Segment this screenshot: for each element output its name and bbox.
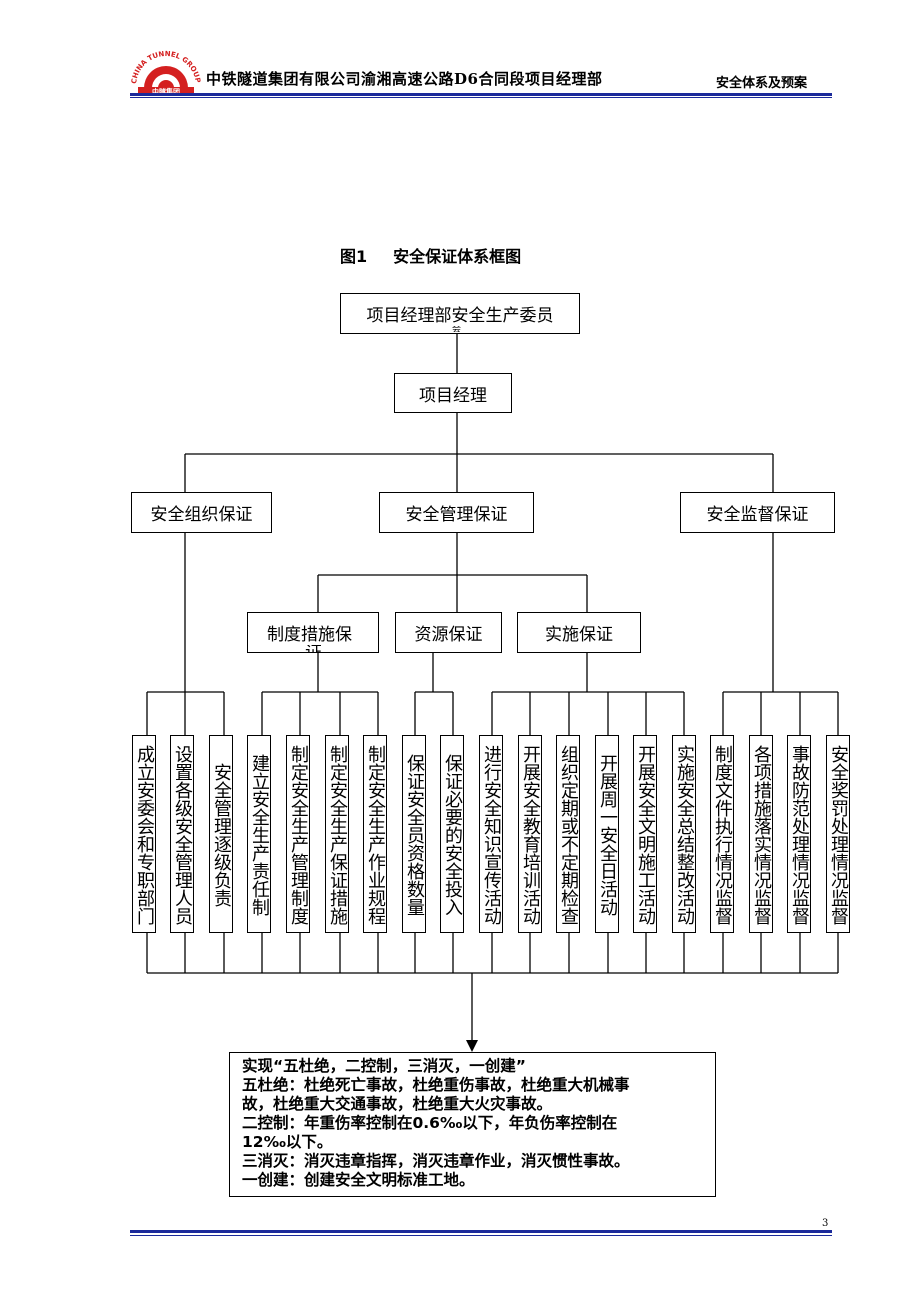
branch-organization-label: 安全组织保证 xyxy=(150,505,253,525)
header-rule xyxy=(130,93,832,96)
figure-caption: 安全保证体系框图 xyxy=(393,247,522,266)
sub-branch-system: 制度措施保 xyxy=(247,612,379,653)
summary-heading: 实现“五杜绝，二控制，三消灭，一创建” xyxy=(242,1057,526,1075)
leaf-box: 实施安全总结整改活动 xyxy=(672,735,696,933)
leaf-box: 成立安委会和专职部门 xyxy=(132,735,156,933)
summary-line: 三消灭：消灭违章指挥，消灭违章作业，消灭惯性事故。 xyxy=(242,1152,630,1170)
leaf-box: 制度文件执行情况监督 xyxy=(710,735,734,933)
branch-management-label: 安全管理保证 xyxy=(405,505,508,525)
sub-branch-implementation-label: 实施保证 xyxy=(545,625,613,645)
header-company-name: 中铁隧道集团有限公司渝湘高速公路D6合同段项目经理部 xyxy=(206,70,603,88)
branch-supervision-label: 安全监督保证 xyxy=(706,505,809,525)
summary-line: 二控制：年重伤率控制在0.6‰以下，年负伤率控制在 xyxy=(242,1114,618,1132)
header-rule-thin xyxy=(130,97,832,98)
leaf-box: 开展安全文明施工活动 xyxy=(633,735,657,933)
figure-title: 图1 安全保证体系框图 xyxy=(340,243,521,267)
safety-committee-label: 项目经理部安全生产委员 xyxy=(366,306,554,326)
leaf-box: 建立安全生产责任制 xyxy=(247,735,271,933)
footer-rule xyxy=(130,1230,832,1233)
sub-branch-system-label: 制度措施保 xyxy=(267,625,352,645)
leaf-box: 制定安全生产作业规程 xyxy=(363,735,387,933)
figure-number: 图1 xyxy=(340,247,368,266)
leaf-box: 保证安全员资格数量 xyxy=(402,735,426,933)
branch-organization: 安全组织保证 xyxy=(131,492,272,533)
branch-management: 安全管理保证 xyxy=(379,492,534,533)
summary-line: 一创建：创建安全文明标准工地。 xyxy=(242,1171,475,1189)
leaf-box: 制定安全生产管理制度 xyxy=(286,735,310,933)
safety-committee-box: 项目经理部安全生产委员 xyxy=(340,293,580,334)
branch-supervision: 安全监督保证 xyxy=(680,492,835,533)
summary-line: 故，杜绝重大交通事故，杜绝重大火灾事故。 xyxy=(242,1095,553,1113)
leaf-box: 安全管理逐级负责 xyxy=(209,735,233,933)
leaf-box: 进行安全知识宣传活动 xyxy=(479,735,503,933)
leaf-box: 安全奖罚处理情况监督 xyxy=(826,735,850,933)
sub-branch-resource: 资源保证 xyxy=(395,612,502,653)
project-manager-box: 项目经理 xyxy=(394,373,512,413)
leaf-box: 制定安全生产保证措施 xyxy=(325,735,349,933)
leaf-box: 保证必要的安全投入 xyxy=(440,735,464,933)
project-manager-label: 项目经理 xyxy=(419,385,487,406)
leaf-box: 开展安全教育培训活动 xyxy=(518,735,542,933)
sub-branch-system-overflow: 证 xyxy=(305,645,322,652)
sub-branch-implementation: 实施保证 xyxy=(517,612,641,653)
sub-branch-resource-label: 资源保证 xyxy=(414,625,483,645)
summary-line: 五杜绝：杜绝死亡事故，杜绝重伤事故，杜绝重大机械事 xyxy=(242,1076,630,1094)
leaf-box: 设置各级安全管理人员 xyxy=(170,735,194,933)
leaf-box: 组织定期或不定期检查 xyxy=(556,735,580,933)
safety-committee-overflow: 会 xyxy=(452,326,462,332)
leaf-box: 开展周一安全日活动 xyxy=(595,735,619,933)
goals-summary-box: 实现“五杜绝，二控制，三消灭，一创建” 五杜绝：杜绝死亡事故，杜绝重伤事故，杜绝… xyxy=(229,1052,716,1197)
svg-text:中隧集团: 中隧集团 xyxy=(152,87,180,96)
summary-line: 12‰以下。 xyxy=(242,1133,333,1151)
leaf-box: 各项措施落实情况监督 xyxy=(749,735,773,933)
header-section-title: 安全体系及预案 xyxy=(716,76,808,91)
leaf-box: 事故防范处理情况监督 xyxy=(787,735,811,933)
company-logo: CHINA TUNNEL GROUP 中隧集团 xyxy=(130,50,202,96)
footer-rule-thin xyxy=(130,1235,832,1236)
page-number: 3 xyxy=(822,1218,829,1229)
